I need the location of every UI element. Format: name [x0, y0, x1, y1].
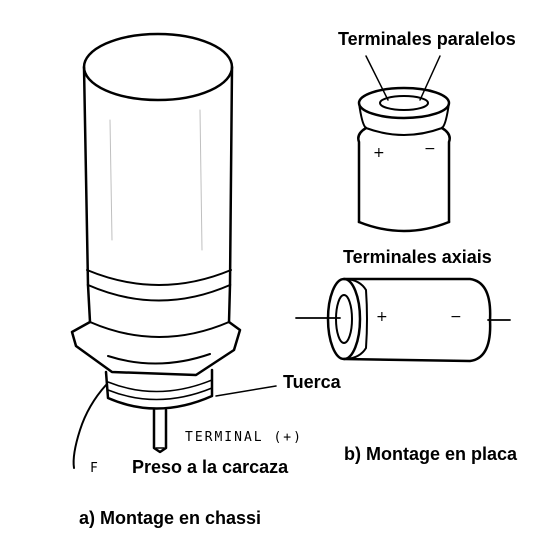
label-chassis-letter: F: [90, 461, 100, 476]
radial-capacitor-bottom: [357, 220, 451, 233]
chassis-capacitor-left-side: [82, 65, 90, 287]
nut-leader: [215, 385, 277, 397]
radial-minus-mark: −: [424, 141, 436, 157]
radial-capacitor: [357, 55, 451, 233]
axial-minus-mark: −: [450, 309, 462, 325]
radial-capacitor-top: [357, 86, 451, 120]
chassis-capacitor-terminal: [152, 408, 168, 454]
chassis-capacitor-top: [82, 32, 234, 102]
chassis-capacitor-right-side: [228, 65, 234, 287]
chassis-capacitor: [70, 32, 277, 469]
chassis-capacitor-thread: [104, 368, 214, 410]
label-parallel-terminals: Terminales paralelos: [338, 29, 516, 49]
axial-capacitor-end: [326, 277, 362, 361]
chassis-capacitor-nut: [70, 320, 242, 377]
axial-capacitor: [295, 277, 511, 363]
label-terminal-plus: TERMINAL (+): [185, 430, 303, 445]
label-panel-mount: b) Montage en placa: [344, 444, 518, 464]
axial-capacitor-body: [342, 277, 492, 363]
label-nut: Tuerca: [283, 372, 341, 392]
radial-plus-mark: +: [373, 145, 385, 161]
label-fixed-to-case: Preso a la carcaza: [132, 457, 289, 477]
case-wire: [72, 384, 107, 469]
label-chassis-mount: a) Montage en chassi: [79, 508, 262, 528]
label-axial-terminals: Terminales axiais: [343, 247, 492, 267]
axial-plus-mark: +: [376, 309, 388, 325]
